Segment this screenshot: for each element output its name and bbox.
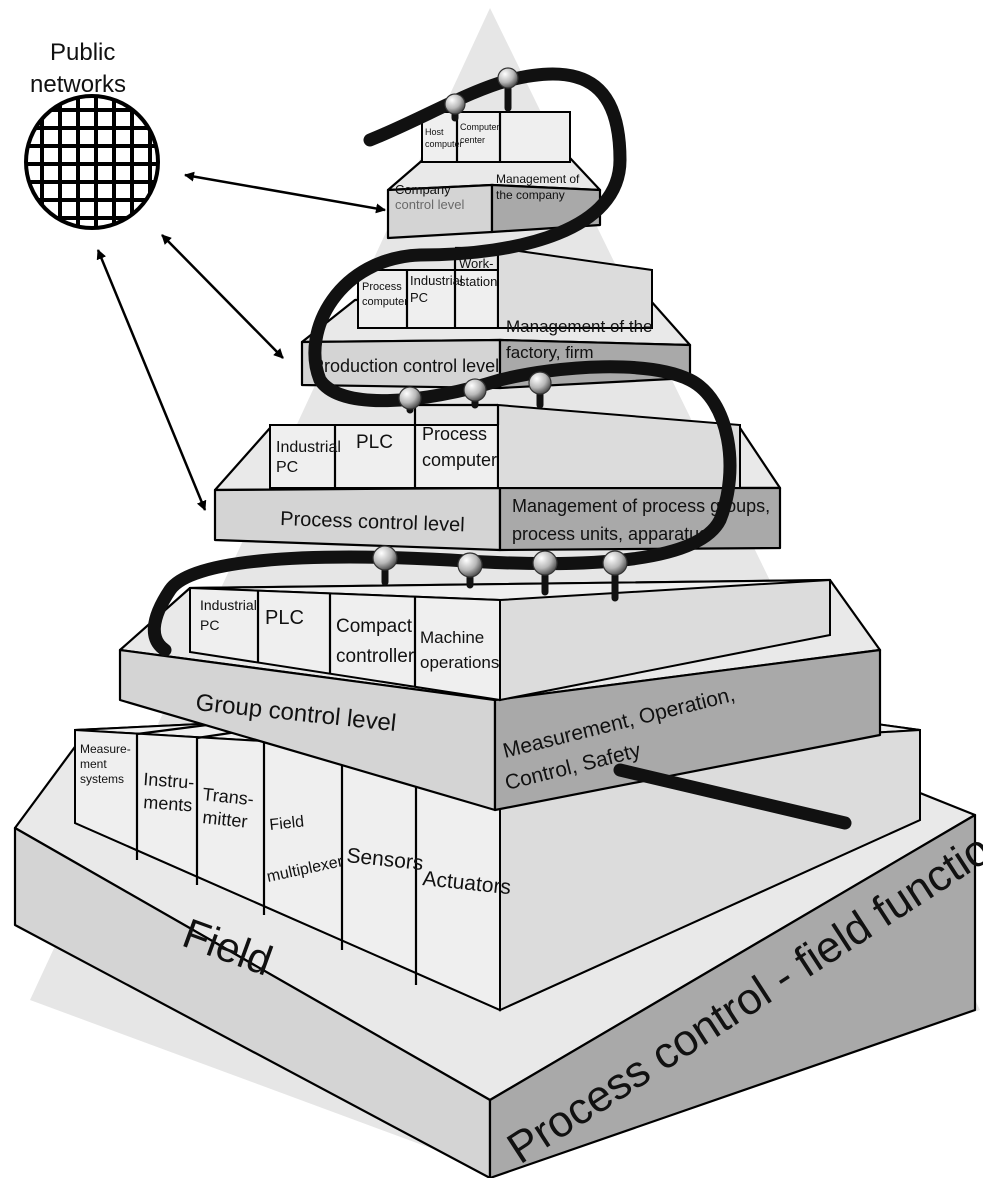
svg-text:station: station — [459, 274, 497, 289]
svg-text:Instru-: Instru- — [143, 769, 195, 793]
svg-text:ments: ments — [143, 792, 193, 815]
production-control-level: Process computer Industrial PC Work- sta… — [300, 246, 692, 390]
svg-text:PC: PC — [200, 617, 219, 633]
svg-text:PLC: PLC — [265, 607, 304, 629]
arrow-to-process-level — [96, 249, 207, 511]
svg-text:center: center — [460, 135, 485, 145]
production-box-industrial-pc: Industrial PC — [410, 273, 463, 305]
svg-text:Industrial: Industrial — [200, 597, 257, 613]
svg-text:Compact: Compact — [336, 616, 413, 637]
svg-text:Computer: Computer — [460, 122, 500, 132]
svg-text:Public: Public — [50, 39, 115, 66]
group-control-level: Industrial PC PLC Compact controller Mac… — [118, 578, 882, 812]
svg-text:process units, apparatus: process units, apparatus — [512, 524, 708, 544]
svg-text:Company: Company — [395, 182, 451, 197]
svg-text:Management of process groups,: Management of process groups, — [512, 496, 770, 516]
svg-text:computer: computer — [362, 296, 408, 308]
process-control-level: Industrial PC PLC Process computer Proce… — [213, 403, 782, 552]
svg-text:Machine: Machine — [420, 628, 484, 647]
company-box-computer-center: Computer center — [460, 122, 500, 145]
svg-text:Process: Process — [422, 424, 487, 444]
svg-text:Industrial: Industrial — [410, 273, 463, 288]
production-level-title: Production control level — [312, 356, 499, 376]
group-box-machine-operations: Machine operations — [420, 628, 499, 672]
group-box-compact-controller: Compact controller — [336, 616, 415, 667]
field-box-measurement-systems: Measure- ment systems — [80, 742, 131, 786]
svg-text:operations: operations — [420, 653, 499, 672]
process-box-process-computer: Process computer — [422, 424, 497, 470]
group-box-plc: PLC — [265, 607, 304, 629]
group-box-industrial-pc: Industrial PC — [200, 597, 257, 633]
public-networks: Public networks — [24, 39, 160, 230]
production-level-description: Management of the factory, firm — [506, 317, 652, 362]
company-control-level: Host computer Computer center Company co… — [386, 111, 602, 240]
process-level-description: Management of process groups, process un… — [512, 496, 770, 544]
svg-text:computer: computer — [422, 450, 497, 470]
svg-text:the company: the company — [496, 188, 565, 202]
svg-text:factory, firm: factory, firm — [506, 343, 594, 362]
globe-grid-icon — [24, 94, 160, 230]
svg-text:PC: PC — [276, 459, 298, 476]
svg-text:Host: Host — [425, 127, 444, 137]
svg-text:ment: ment — [80, 757, 107, 771]
svg-text:control level: control level — [395, 197, 464, 212]
svg-text:systems: systems — [80, 772, 124, 786]
svg-text:mitter: mitter — [202, 807, 249, 832]
svg-text:Measure-: Measure- — [80, 742, 131, 756]
bus-cable — [147, 67, 852, 830]
production-box-process-computer: Process computer — [362, 281, 408, 308]
svg-text:PLC: PLC — [356, 432, 393, 453]
process-box-plc: PLC — [356, 432, 393, 453]
svg-text:Process: Process — [362, 281, 402, 293]
process-box-industrial-pc: Industrial PC — [276, 439, 341, 476]
arrow-to-production-level — [161, 234, 284, 359]
svg-text:networks: networks — [30, 71, 126, 98]
svg-text:computer: computer — [425, 139, 463, 149]
arrow-to-company-level — [184, 171, 386, 214]
company-box-host-computer: Host computer — [425, 127, 463, 149]
svg-text:PC: PC — [410, 290, 428, 305]
production-box-workstation: Work- station — [459, 256, 497, 289]
field-box-instruments: Instru- ments — [143, 769, 195, 815]
svg-text:controller: controller — [336, 646, 415, 667]
company-level-title: Company control level — [395, 182, 464, 212]
company-level-description: Management of the company — [496, 172, 580, 202]
svg-text:Field: Field — [269, 813, 305, 834]
bus-nodes — [372, 67, 628, 578]
svg-text:Management of: Management of — [496, 172, 580, 186]
svg-text:Industrial: Industrial — [276, 439, 341, 456]
svg-text:Management of the: Management of the — [506, 317, 652, 336]
svg-text:Work-: Work- — [459, 256, 493, 271]
network-arrows — [96, 171, 386, 511]
